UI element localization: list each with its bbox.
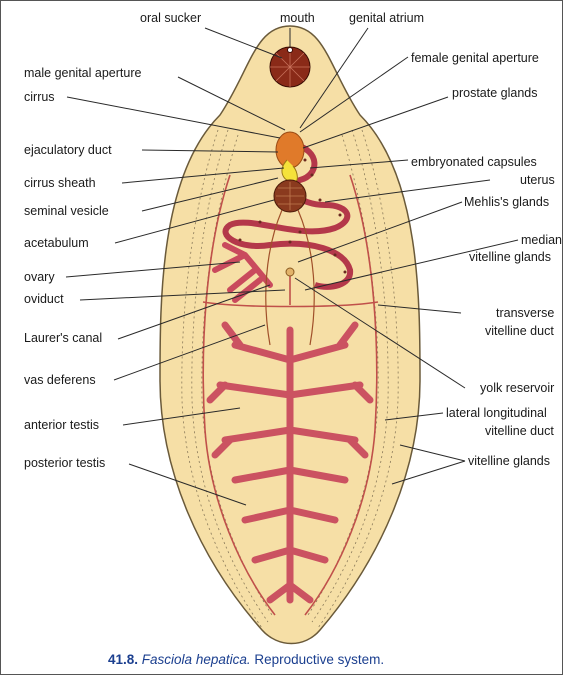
label-vitelline-glands-median: vitelline glands: [469, 250, 551, 264]
caption-text: Reproductive system.: [254, 652, 384, 667]
label-prostate-glands: prostate glands: [452, 86, 537, 100]
label-oviduct: oviduct: [24, 292, 64, 306]
mouth-opening: [288, 48, 293, 53]
label-acetabulum: acetabulum: [24, 236, 89, 250]
label-median: median: [521, 233, 562, 247]
label-anterior-testis: anterior testis: [24, 418, 99, 432]
label-male-genital-aperture: male genital aperture: [24, 66, 141, 80]
label-female-genital-aperture: female genital aperture: [411, 51, 539, 65]
label-oral-sucker: oral sucker: [140, 11, 201, 25]
label-cirrus-sheath: cirrus sheath: [24, 176, 96, 190]
label-vitelline-glands: vitelline glands: [468, 454, 550, 468]
label-vas-deferens: vas deferens: [24, 373, 96, 387]
prostate-glands: [276, 132, 304, 168]
label-transverse: transverse: [496, 306, 554, 320]
label-genital-atrium: genital atrium: [349, 11, 424, 25]
label-embryonated-capsules: embryonated capsules: [411, 155, 537, 169]
caption-number: 41.8.: [108, 652, 138, 667]
yolk-reservoir: [286, 268, 294, 276]
label-uterus: uterus: [520, 173, 555, 187]
figure-caption: 41.8. Fasciola hepatica. Reproductive sy…: [108, 652, 384, 667]
label-vitelline-duct-lateral: vitelline duct: [485, 424, 554, 438]
label-mehlis-glands: Mehlis's glands: [464, 195, 549, 209]
label-lateral-longitudinal: lateral longitudinal: [446, 406, 547, 420]
label-vitelline-duct-transverse: vitelline duct: [485, 324, 554, 338]
caption-species: Fasciola hepatica.: [142, 652, 251, 667]
label-cirrus: cirrus: [24, 90, 55, 104]
label-mouth: mouth: [280, 11, 315, 25]
label-posterior-testis: posterior testis: [24, 456, 105, 470]
label-ejaculatory-duct: ejaculatory duct: [24, 143, 112, 157]
label-laurers-canal: Laurer's canal: [24, 331, 102, 345]
label-ovary: ovary: [24, 270, 55, 284]
label-yolk-reservoir: yolk reservoir: [480, 381, 554, 395]
label-seminal-vesicle: seminal vesicle: [24, 204, 109, 218]
